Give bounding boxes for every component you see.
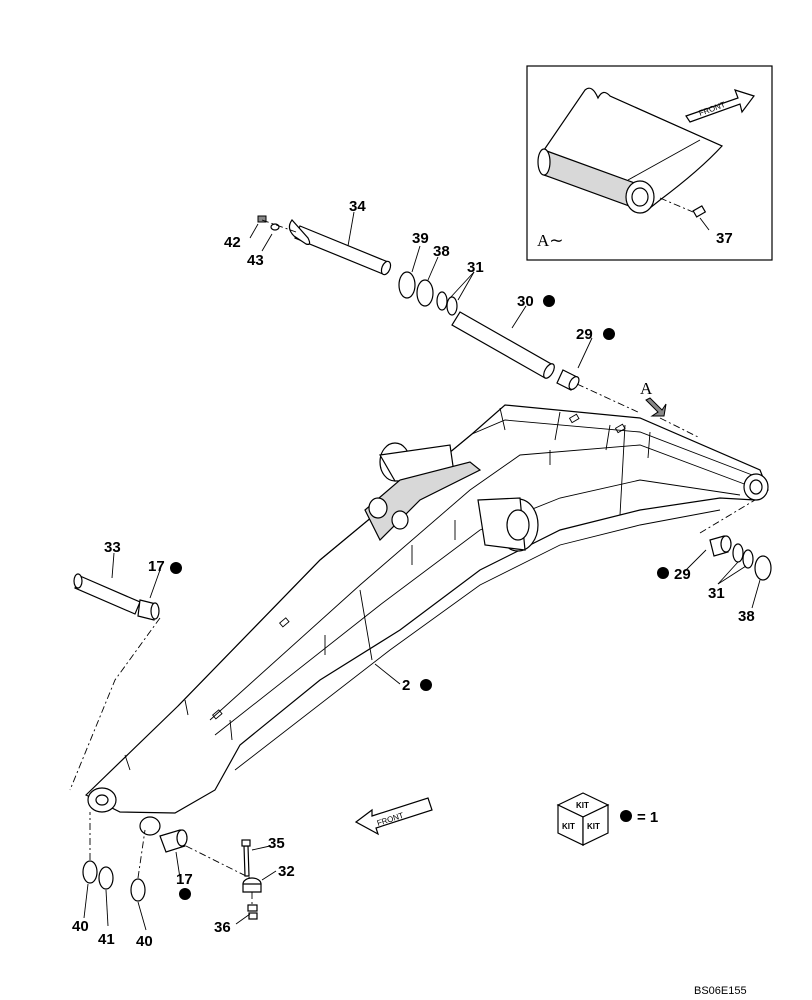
callout-32: 32 xyxy=(278,863,295,880)
bushing-30 xyxy=(451,311,554,379)
callout-31-right: 31 xyxy=(708,585,725,602)
plate-38-right xyxy=(754,555,772,581)
boom-outline xyxy=(84,404,769,814)
pin-33-assembly xyxy=(69,573,161,791)
kit-dot-2 xyxy=(420,679,432,691)
pin-34 xyxy=(294,225,389,275)
o-ring-31-d xyxy=(742,549,754,569)
piping-brackets xyxy=(124,407,651,771)
view-a-marker: A xyxy=(640,379,653,398)
shim-41 xyxy=(98,866,114,890)
callout-34: 34 xyxy=(349,198,366,215)
kit-dot-17-upper xyxy=(170,562,182,574)
shim-40-left xyxy=(82,860,98,884)
nut-36-a xyxy=(247,904,258,912)
kit-legend-dot xyxy=(620,810,632,822)
callout-42: 42 xyxy=(224,234,241,251)
bolt-42 xyxy=(257,215,267,223)
callout-30: 30 xyxy=(517,293,534,310)
front-pin-parts xyxy=(709,535,772,581)
callout-43: 43 xyxy=(247,252,264,269)
pin-34-flange xyxy=(288,219,311,245)
callout-17-upper: 17 xyxy=(148,558,165,575)
washer-43 xyxy=(270,223,280,231)
kit-box-right xyxy=(582,804,609,846)
svg-text:KIT: KIT xyxy=(562,822,575,831)
inset-frame xyxy=(526,65,773,261)
callout-40-left: 40 xyxy=(72,918,89,935)
view-a-arrow xyxy=(645,397,667,417)
kit-dot-17-lower xyxy=(179,888,191,900)
boom-foot-boss-right xyxy=(139,816,161,836)
shim-39 xyxy=(398,271,416,299)
svg-text:KIT: KIT xyxy=(587,822,600,831)
o-ring-31-c xyxy=(732,543,744,563)
detail-view-a-inset: FRONT A∼ 37 xyxy=(526,65,773,261)
callout-36: 36 xyxy=(214,919,231,936)
callout-labels: 34 42 43 39 38 31 30 29 33 17 2 29 31 38… xyxy=(72,198,755,950)
boom-body-2: A xyxy=(84,379,769,836)
callout-35: 35 xyxy=(268,835,285,852)
callout-38-top: 38 xyxy=(433,243,450,260)
svg-text:KIT: KIT xyxy=(576,801,589,810)
callout-29-top: 29 xyxy=(576,326,593,343)
nut-36-b xyxy=(248,912,258,920)
callout-40-right: 40 xyxy=(136,933,153,950)
inset-front-arrow: FRONT xyxy=(685,89,755,123)
callout-17-lower: 17 xyxy=(176,871,193,888)
drawing-code: BS06E155 xyxy=(694,985,747,997)
callout-33: 33 xyxy=(104,539,121,556)
leader-lines xyxy=(83,211,761,931)
callout-29-right: 29 xyxy=(674,566,691,583)
callout-2: 2 xyxy=(402,677,410,694)
inset-view-label: A∼ xyxy=(537,231,564,250)
shim-40-right xyxy=(130,878,146,902)
kit-dot-30 xyxy=(543,295,555,307)
o-ring-31-a xyxy=(436,291,448,311)
kit-legend-text: = 1 xyxy=(637,809,658,826)
plate-38 xyxy=(416,279,434,307)
front-direction-arrow: FRONT xyxy=(354,797,433,836)
kit-legend: KIT KIT KIT = 1 xyxy=(556,792,658,846)
pin-34-assembly xyxy=(257,215,641,414)
lower-parts xyxy=(82,812,262,920)
o-ring-31-b xyxy=(446,296,458,316)
kit-dot-29-right xyxy=(657,567,669,579)
grease-fitting-37 xyxy=(659,197,707,218)
kit-dot-29-top xyxy=(603,328,615,340)
callout-37: 37 xyxy=(716,230,733,247)
callout-41: 41 xyxy=(98,931,115,948)
callout-38-right: 38 xyxy=(738,608,755,625)
callout-39: 39 xyxy=(412,230,429,247)
svg-text:FRONT: FRONT xyxy=(698,100,727,118)
pin-33 xyxy=(74,575,141,615)
callout-31-top: 31 xyxy=(467,259,484,276)
bolt-35 xyxy=(243,845,250,877)
